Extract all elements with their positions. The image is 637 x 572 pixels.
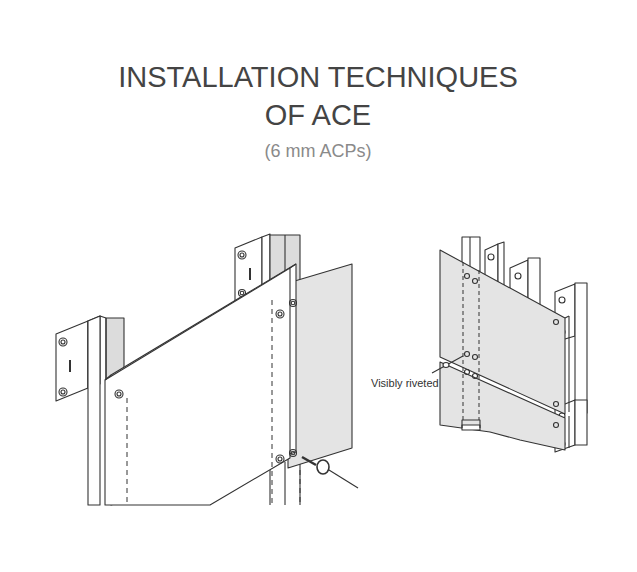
callout-label: Visibly riveted [371,377,439,390]
title: INSTALLATION TECHNIQUES OF ACE [118,58,518,134]
subtitle: (6 mm ACPs) [168,140,468,162]
